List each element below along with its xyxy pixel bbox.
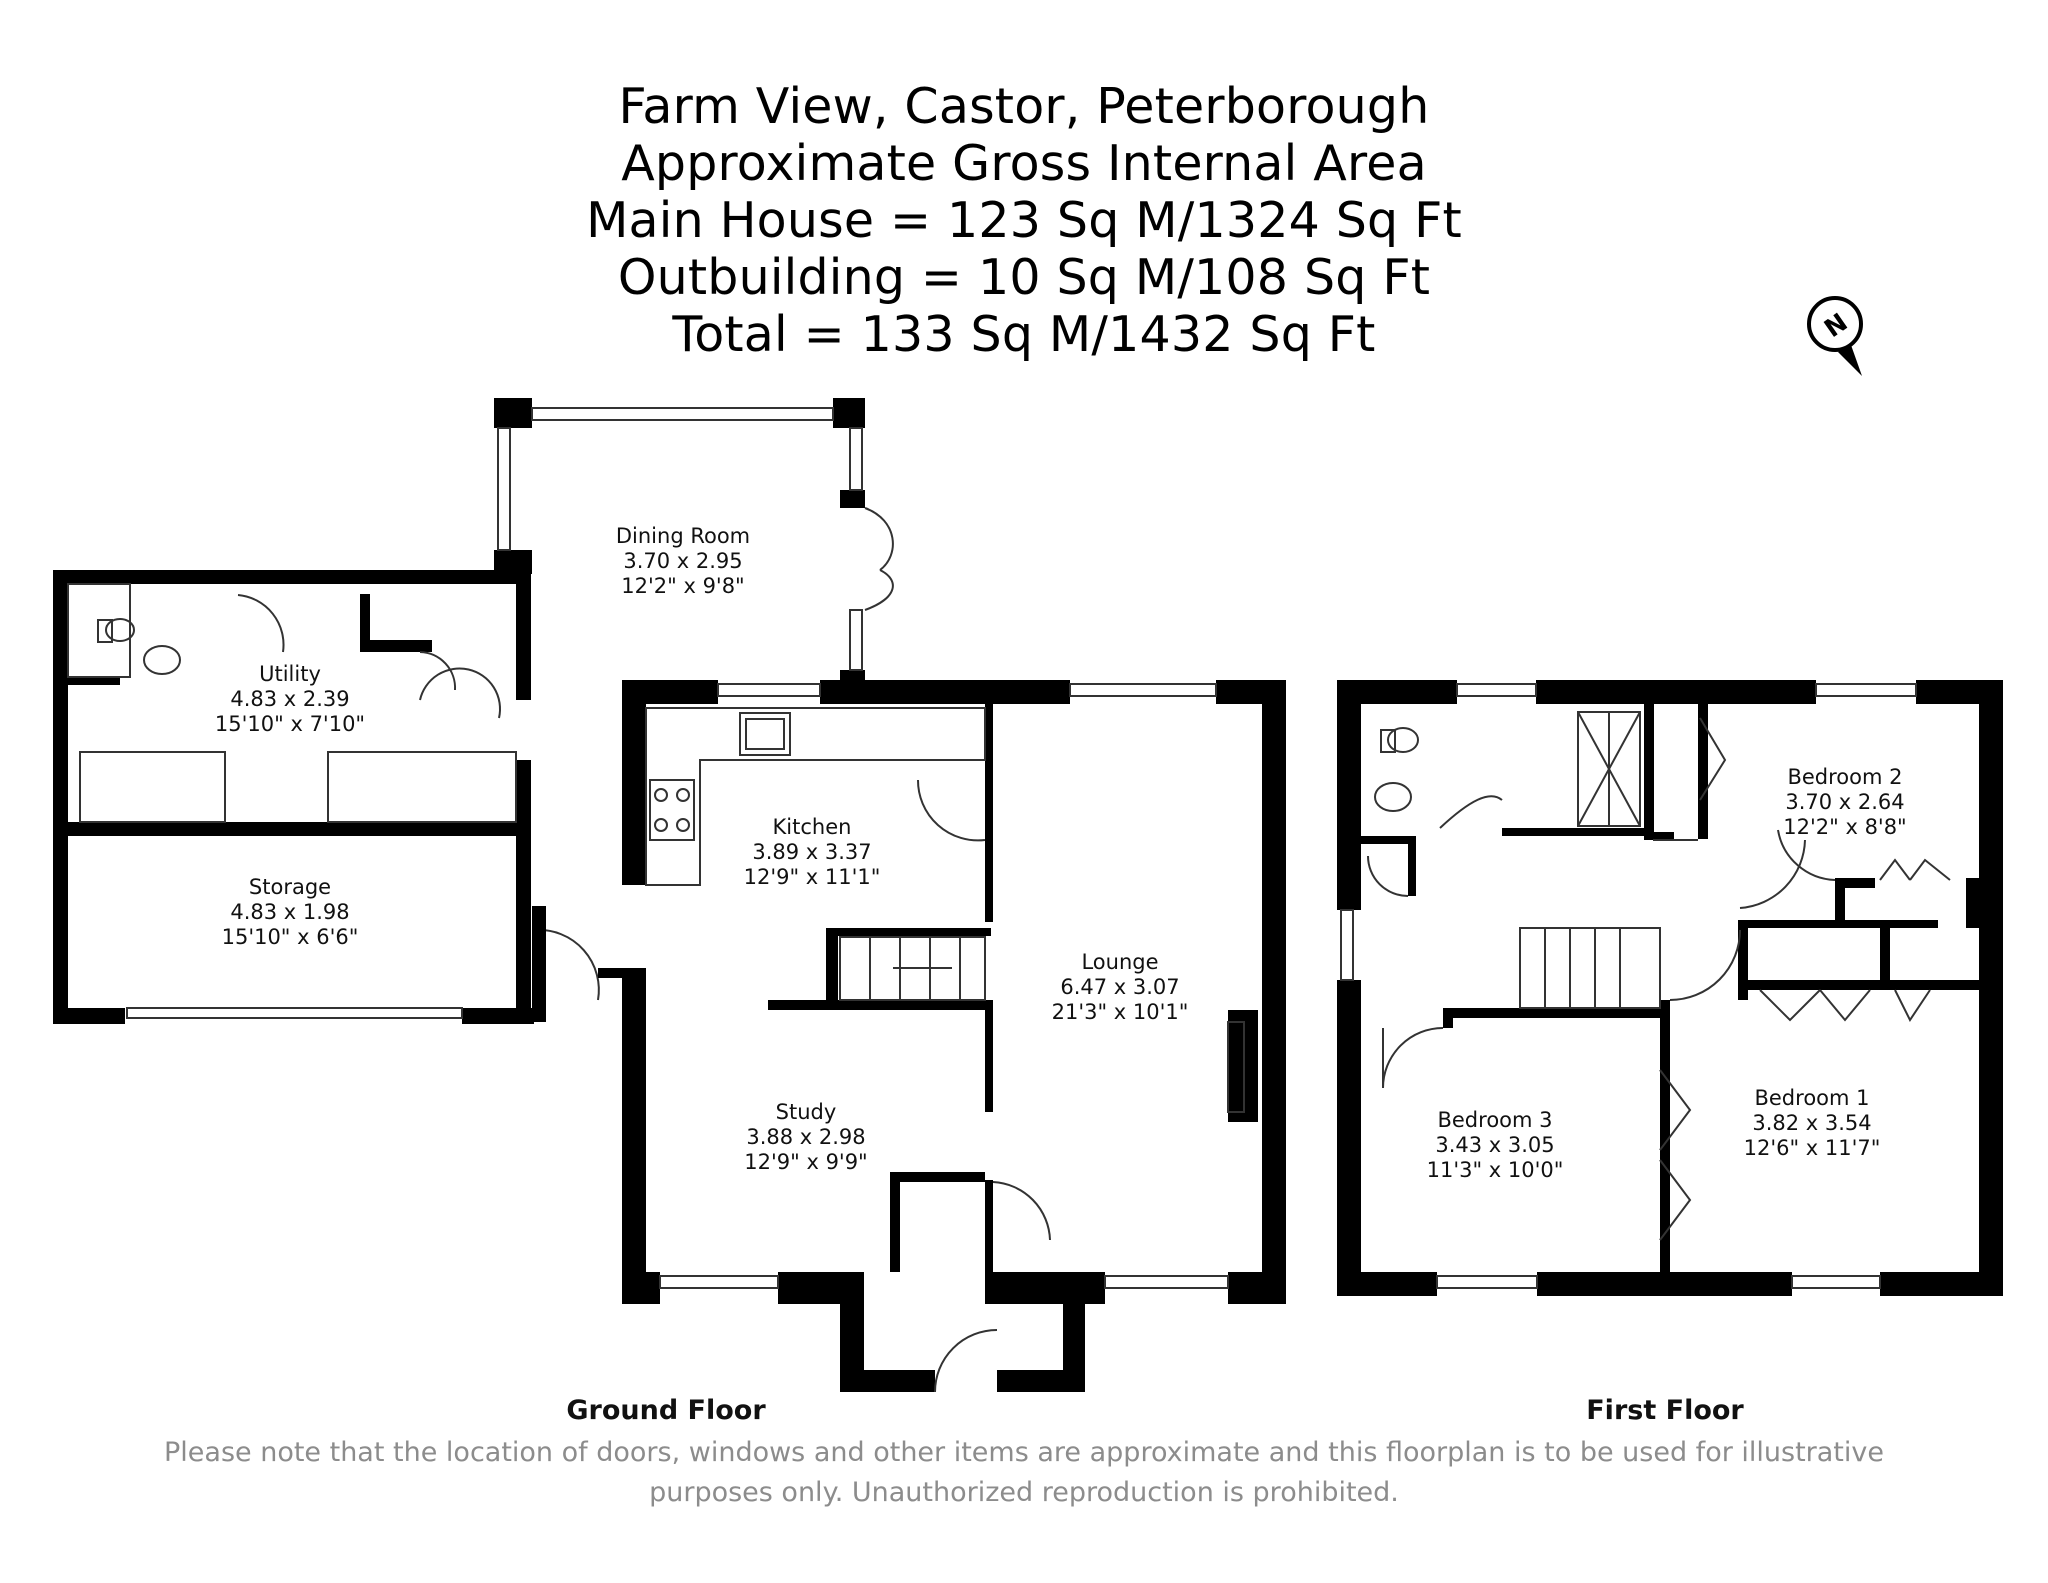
first-floor-walls: [1337, 680, 2003, 1296]
room-label-kitchen: Kitchen 3.89 x 3.37 12'9" x 11'1": [744, 815, 881, 890]
room-name: Bedroom 2: [1787, 765, 1903, 789]
first-floor-label: First Floor: [1586, 1395, 1744, 1426]
room-label-study: Study 3.88 x 2.98 12'9" x 9'9": [744, 1100, 867, 1175]
room-imperial-size: 11'3" x 10'0": [1426, 1158, 1564, 1182]
room-name: Utility: [259, 662, 321, 686]
outbuilding-fixtures: [67, 583, 517, 1019]
room-label-bedroom-2: Bedroom 2 3.70 x 2.64 12'2" x 8'8": [1783, 765, 1906, 840]
room-name: Bedroom 3: [1437, 1108, 1553, 1132]
property-title: Farm View, Castor, Peterborough: [618, 78, 1430, 135]
room-imperial-size: 12'2" x 9'8": [621, 574, 745, 598]
ground-floor-walls: [622, 680, 1286, 1392]
room-imperial-size: 15'10" x 7'10": [214, 712, 366, 736]
room-label-utility: Utility 4.83 x 2.39 15'10" x 7'10": [215, 662, 365, 737]
disclaimer-line-1: Please note that the location of doors, …: [164, 1437, 1884, 1468]
north-compass-icon: N: [1807, 296, 1863, 376]
room-imperial-size: 12'2" x 8'8": [1783, 815, 1907, 839]
room-imperial-size: 12'9" x 11'1": [743, 865, 881, 889]
outbuilding-walls: [53, 570, 534, 1024]
room-metric-size: 3.70 x 2.95: [623, 549, 743, 573]
room-metric-size: 3.88 x 2.98: [746, 1125, 866, 1149]
plan-header: Farm View, Castor, Peterborough Approxim…: [0, 78, 2048, 363]
room-imperial-size: 12'6" x 11'7": [1743, 1136, 1881, 1160]
room-imperial-size: 12'9" x 9'9": [744, 1150, 868, 1174]
main-house-area: Main House = 123 Sq M/1324 Sq Ft: [586, 192, 1462, 249]
dining-room-walls: [494, 398, 865, 690]
dining-room-windows: [497, 407, 894, 671]
total-area: Total = 133 Sq M/1432 Sq Ft: [672, 306, 1376, 363]
room-metric-size: 3.89 x 3.37: [752, 840, 872, 864]
ground-floor-label: Ground Floor: [566, 1395, 766, 1426]
room-name: Storage: [248, 875, 332, 899]
room-name: Dining Room: [615, 524, 751, 548]
room-imperial-size: 21'3" x 10'1": [1051, 1000, 1189, 1024]
room-name: Bedroom 1: [1754, 1086, 1870, 1110]
ground-floor-partials: [532, 906, 646, 1022]
room-metric-size: 3.43 x 3.05: [1435, 1133, 1555, 1157]
room-name: Lounge: [1081, 950, 1159, 974]
room-metric-size: 6.47 x 3.07: [1060, 975, 1180, 999]
room-label-bedroom-3: Bedroom 3 3.43 x 3.05 11'3" x 10'0": [1427, 1108, 1564, 1183]
room-label-storage: Storage 4.83 x 1.98 15'10" x 6'6": [222, 875, 359, 950]
compass-letter: N: [1819, 307, 1853, 343]
outbuilding-area: Outbuilding = 10 Sq M/108 Sq Ft: [617, 249, 1431, 306]
room-label-dining-room: Dining Room 3.70 x 2.95 12'2" x 9'8": [616, 524, 750, 599]
room-label-bedroom-1: Bedroom 1 3.82 x 3.54 12'6" x 11'7": [1744, 1086, 1881, 1161]
first-floor-fixtures: [1340, 683, 1951, 1289]
disclaimer-note: Please note that the location of doors, …: [0, 1433, 2048, 1513]
ground-floor-fixtures: [535, 683, 1245, 1393]
room-metric-size: 3.82 x 3.54: [1752, 1111, 1872, 1135]
room-imperial-size: 15'10" x 6'6": [221, 925, 359, 949]
disclaimer-line-2: purposes only. Unauthorized reproduction…: [649, 1477, 1399, 1508]
room-metric-size: 4.83 x 1.98: [230, 900, 350, 924]
room-metric-size: 3.70 x 2.64: [1785, 790, 1905, 814]
room-metric-size: 4.83 x 2.39: [230, 687, 350, 711]
room-name: Study: [775, 1100, 837, 1124]
room-name: Kitchen: [772, 815, 852, 839]
room-label-lounge: Lounge 6.47 x 3.07 21'3" x 10'1": [1052, 950, 1189, 1025]
area-heading: Approximate Gross Internal Area: [621, 135, 1427, 192]
